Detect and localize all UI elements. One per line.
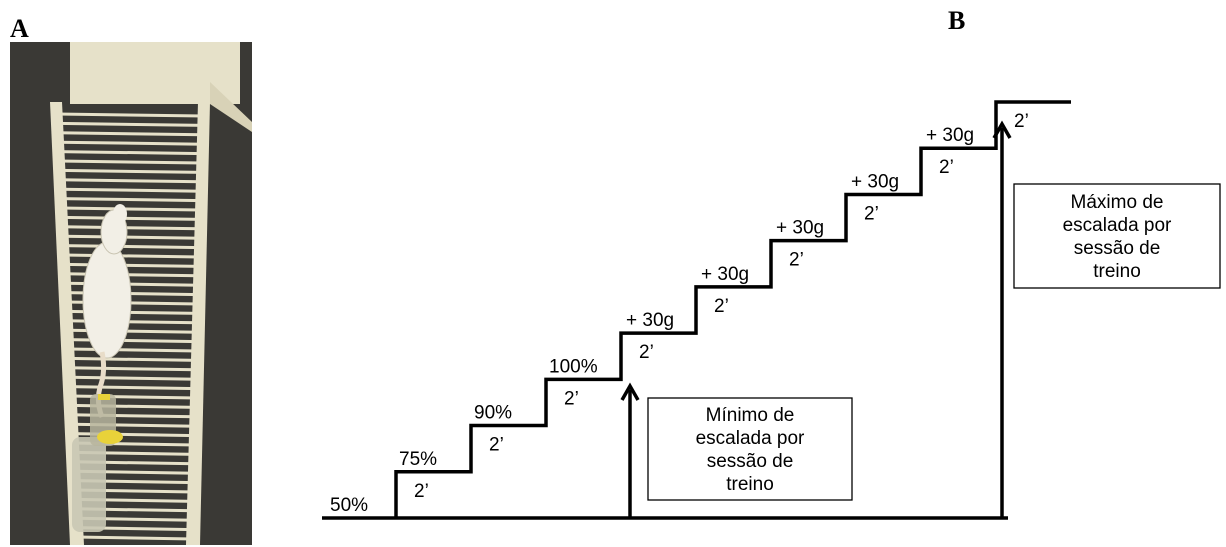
minimum-box-line: treino [726,474,774,495]
step-load-label: 90% [474,403,512,424]
step-labels: 50% 2’ 75% 2’ 90% 2’ 100% 2’ + 30g 2’ + 30g 2’ + 30g… [330,111,1029,516]
maximum-box-line: escalada por [1063,215,1172,236]
minimum-box-line: sessão de [707,451,794,472]
step-load-label: + 30g [701,264,749,285]
ladder-rung [57,140,204,146]
step-duration-label: 2’ [639,342,654,363]
ladder-rung [67,338,199,344]
ladder-rung [57,131,204,137]
climbing-load-staircase-diagram: 50% 2’ 75% 2’ 90% 2’ 100% 2’ + 30g 2’ + 30g 2’ + 30g… [322,100,1221,520]
rat-climbing-ladder-photo [10,42,252,545]
ladder-rung [61,206,202,212]
maximum-box: Máximo de escalada por sessão de treino [1013,183,1221,289]
ladder-rung [62,244,201,250]
ladder-rung [56,121,204,127]
ladder-rung [67,347,198,353]
ladder-rung [69,394,197,400]
panel-label-a: A [10,14,29,43]
ladder-rung [59,168,203,174]
ladder-rung [68,366,198,372]
ladder-rung [64,272,200,278]
ladder-rung [70,403,197,409]
step-load-label: + 30g [926,125,974,146]
staircase [322,100,1071,520]
step-duration-label: 2’ [714,296,729,317]
step-load-label: 50% [330,495,368,516]
ladder [50,102,210,545]
step-load-label: + 30g [626,310,674,331]
maximum-arrow [992,120,1012,518]
weight-tube [72,394,123,532]
maximum-box-line: sessão de [1074,238,1161,259]
ladder-rung [62,234,201,240]
step-load-label: 100% [549,356,598,377]
ladder-rung [56,112,204,118]
maximum-box-line: treino [1093,261,1141,282]
step-duration-label: 2’ [489,435,504,456]
step-load-label: 75% [399,449,437,470]
ladder-rung [71,422,197,428]
ladder-rung [70,413,197,419]
ladder-rung [59,178,203,184]
step-duration-label: 2’ [789,250,804,271]
maximum-box-line: Máximo de [1071,192,1164,213]
ladder-rung [61,225,201,231]
minimum-box-line: Mínimo de [706,405,795,426]
ladder-rung [60,197,202,203]
minimum-box: Mínimo de escalada por sessão de treino [647,397,853,501]
ladder-rung [63,262,200,268]
step-load-label: + 30g [776,218,824,239]
minimum-box-line: escalada por [696,428,805,449]
ladder-rung [69,385,197,391]
step-duration-label: 2’ [864,203,879,224]
ladder-rung [60,187,202,193]
ladder-rung [58,150,203,156]
panel-label-b: B [948,6,966,35]
step-duration-label: 2’ [564,388,579,409]
step-load-label: + 30g [851,171,899,192]
ladder-rung [76,535,194,541]
ladder-rung [69,375,198,381]
ladder-rung [58,159,203,165]
ladder-rung [63,253,201,259]
staircase-path [394,100,1071,518]
ladder-rung [61,215,202,221]
step-duration-label: 2’ [939,157,954,178]
step-duration-label: 2’ [1014,111,1029,132]
minimum-arrow [620,382,640,518]
step-duration-label: 2’ [414,481,429,502]
ladder-rung [68,356,198,362]
